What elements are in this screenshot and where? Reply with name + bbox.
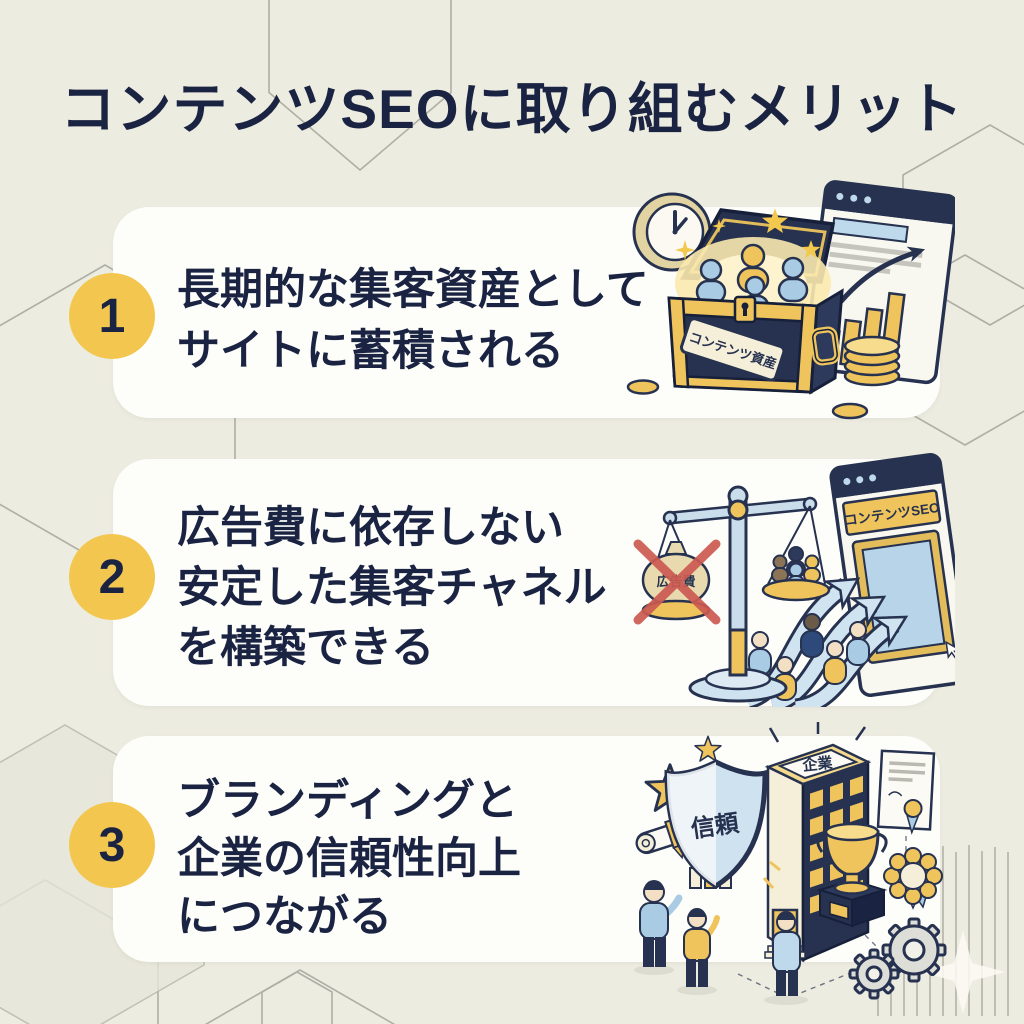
benefit-3-line-2: 企業の信頼性向上	[177, 835, 521, 883]
benefit-text-1: 長期的な集客資産として サイトに蓄積される	[177, 260, 649, 382]
trophy-icon	[816, 822, 888, 928]
rosette-icon	[883, 847, 943, 910]
benefit-text-2: 広告費に依存しない 安定した集客チャネル を構築できる	[177, 498, 607, 678]
balance-scale-icon: 広告費	[633, 485, 831, 703]
number-badge-3: 3	[69, 802, 155, 888]
certificate-icon	[876, 749, 936, 835]
benefit-3-line-3: につながる	[177, 893, 392, 941]
benefit-2-line-3: を構築できる	[177, 624, 435, 672]
benefit-3-line-1: ブランディングと	[177, 777, 518, 825]
benefit-1-line-1: 長期的な集客資産として	[177, 266, 649, 314]
treasure-chest-icon: コンテンツ資産	[667, 208, 844, 395]
treasure-chest-growth-illustration: コンテンツ資産	[626, 180, 955, 420]
hexagon-outline	[261, 971, 333, 1024]
chest-handle-icon	[809, 326, 841, 366]
number-badge-1: 1	[69, 273, 155, 359]
number-3-label: 3	[98, 818, 126, 872]
browser-banner	[842, 489, 942, 536]
building-sign-label: 企業	[801, 753, 835, 774]
page-title: コンテンツSEOに取り組むメリット	[60, 78, 964, 140]
balance-scale-seo-illustration: コンテンツSEO	[633, 452, 955, 707]
benefit-2-line-1: 広告費に依存しない	[177, 504, 564, 552]
people-icon	[634, 880, 808, 1005]
red-cross-icon	[633, 539, 721, 625]
browser-window-icon	[803, 180, 955, 385]
benefit-2-line-2: 安定した集客チャネル	[177, 564, 607, 612]
number-badge-2: 2	[69, 534, 155, 620]
money-bag-icon: 広告費	[641, 541, 711, 608]
hexagon-outline	[204, 969, 396, 1024]
benefit-text-3: ブランディングと 企業の信頼性向上 につながる	[177, 772, 521, 946]
brand-trust-illustration: 企業 信頼	[634, 722, 947, 1005]
coins-icon	[626, 335, 901, 420]
number-1-label: 1	[98, 289, 126, 343]
number-2-label: 2	[98, 550, 126, 604]
benefit-1-line-2: サイトに蓄積される	[177, 327, 564, 375]
gears-icon	[848, 917, 947, 1000]
clock-icon	[632, 192, 712, 272]
shield-label: 信頼	[689, 809, 741, 844]
cursor-icon	[945, 640, 955, 660]
shield-icon: 信頼	[664, 759, 781, 890]
